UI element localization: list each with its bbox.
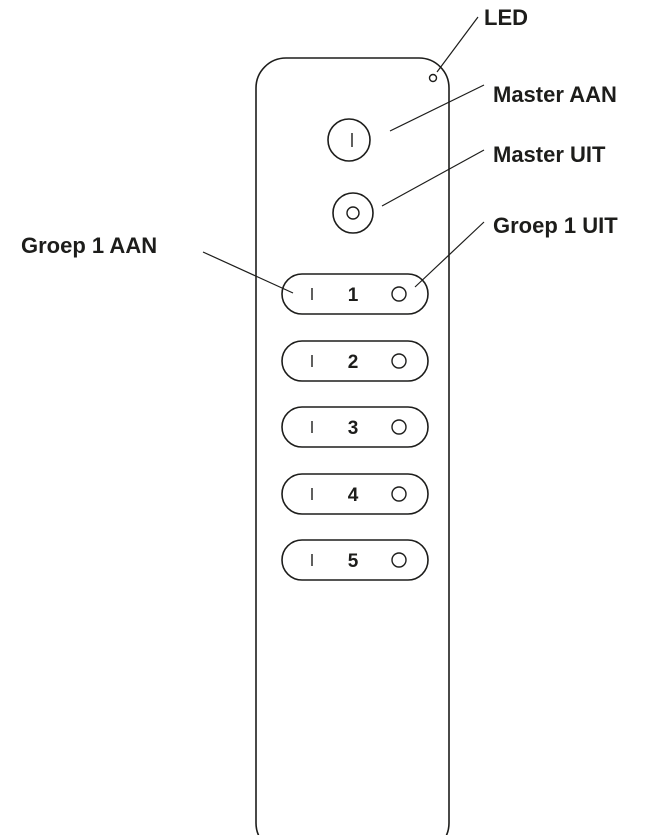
leader-line-group-off bbox=[414, 221, 485, 288]
group-number: 5 bbox=[348, 551, 359, 572]
power-off-circle-icon bbox=[391, 552, 407, 568]
power-off-circle-icon bbox=[346, 206, 360, 220]
master-off-button[interactable] bbox=[332, 192, 374, 234]
led-indicator bbox=[428, 73, 438, 83]
group-buttons: 1 2 3 4 bbox=[281, 273, 429, 581]
power-off-circle-icon bbox=[391, 286, 407, 302]
leader-line-master-off bbox=[381, 149, 485, 207]
group-button-row[interactable]: 5 bbox=[281, 539, 429, 581]
power-off-circle-icon bbox=[391, 353, 407, 369]
label-master-off: Master UIT bbox=[493, 142, 606, 167]
leader-line-led bbox=[436, 16, 479, 73]
label-led: LED bbox=[484, 5, 528, 30]
power-off-circle-icon bbox=[391, 486, 407, 502]
label-master-on: Master AAN bbox=[493, 82, 617, 107]
leader-line-master-on bbox=[389, 84, 485, 132]
leader-line-group-on bbox=[202, 251, 294, 294]
power-off-circle-icon bbox=[391, 419, 407, 435]
group-number: 2 bbox=[348, 352, 359, 373]
group-number: 1 bbox=[348, 285, 359, 306]
group-number: 3 bbox=[348, 418, 359, 439]
group-button-row[interactable]: 4 bbox=[281, 473, 429, 515]
group-button-row[interactable]: 1 bbox=[281, 273, 429, 315]
label-group-off: Groep 1 UIT bbox=[493, 213, 618, 238]
group-number: 4 bbox=[348, 485, 359, 506]
group-button-row[interactable]: 3 bbox=[281, 406, 429, 448]
master-on-button[interactable] bbox=[327, 118, 371, 162]
group-button-row[interactable]: 2 bbox=[281, 340, 429, 382]
label-group-on: Groep 1 AAN bbox=[21, 233, 157, 258]
